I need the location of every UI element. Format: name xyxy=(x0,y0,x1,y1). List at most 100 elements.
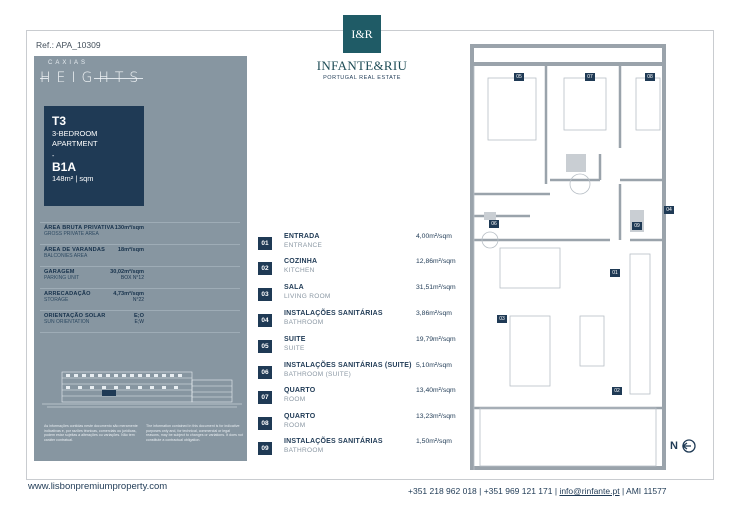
attr-label: ARRECADAÇÃO xyxy=(44,291,91,297)
plan-label: 04 xyxy=(664,206,674,214)
disclaimer-pt: As informações contidas neste documento … xyxy=(44,424,138,442)
floor-plan xyxy=(470,44,666,470)
attr-label-block: ORIENTAÇÃO SOLAR SUN ORIENTATION xyxy=(44,313,144,325)
attr-value-block: 18m²/sqm xyxy=(100,247,144,253)
compass-label: N xyxy=(670,439,678,452)
room-name-pt: INSTALAÇÕES SANITÁRIAS xyxy=(284,310,383,317)
attr-value-block: 4,73m²/sqm N°22 xyxy=(100,291,144,303)
room-name-en: LIVING ROOM xyxy=(284,293,331,300)
room-name-en: SUITE xyxy=(284,345,305,352)
room-name-pt: COZINHA xyxy=(284,258,318,265)
room-name-en: BATHROOM xyxy=(284,447,324,454)
room-number: 06 xyxy=(258,366,272,379)
attr-label-block: ARRECADAÇÃO STORAGE xyxy=(44,291,144,303)
room-number: 05 xyxy=(258,340,272,353)
room-row: 06 INSTALAÇÕES SANITÁRIAS (SUITE) BATHRO… xyxy=(258,362,468,384)
plan-label: 06 xyxy=(489,220,499,228)
room-name-en: ROOM xyxy=(284,422,306,429)
room-number: 01 xyxy=(258,237,272,250)
plan-label: 01 xyxy=(610,269,620,277)
room-name-pt: INSTALAÇÕES SANITÁRIAS (SUITE) xyxy=(284,362,412,369)
plan-label: 03 xyxy=(497,315,507,323)
unit-type: T3 xyxy=(52,114,67,128)
room-name-en: BATHROOM xyxy=(284,319,324,326)
room-row: 01 ENTRADA ENTRANCE 4,00m²/sqm xyxy=(258,233,468,255)
attr-value-block: 130m²/sqm xyxy=(100,225,144,231)
room-number: 02 xyxy=(258,262,272,275)
attr-sublabel: STORAGE xyxy=(44,297,69,303)
disclaimer-en: The information contained in this docume… xyxy=(146,424,243,442)
brand-line-right xyxy=(94,78,143,79)
room-number: 09 xyxy=(258,442,272,455)
room-row: 04 INSTALAÇÕES SANITÁRIAS BATHROOM 3,86m… xyxy=(258,310,468,332)
attr-value: 4,73m²/sqm xyxy=(113,291,144,297)
attr-divider xyxy=(40,244,240,245)
attr-label: GARAGEM xyxy=(44,269,75,275)
attr-value: E;O xyxy=(134,313,144,319)
attr-value: 18m²/sqm xyxy=(117,247,144,253)
room-number: 03 xyxy=(258,288,272,301)
contact-line: +351 218 962 018 | +351 969 121 171 | in… xyxy=(408,486,667,496)
room-area: 3,86m²/sqm xyxy=(416,310,452,317)
brand-line-left xyxy=(40,78,48,79)
attr-label-block: ÁREA BRUTA PRIVATIVA GROSS PRIVATE AREA xyxy=(44,225,144,237)
room-row: 03 SALA LIVING ROOM 31,51m²/sqm xyxy=(258,284,468,306)
room-name-pt: SALA xyxy=(284,284,304,291)
room-row: 09 INSTALAÇÕES SANITÁRIAS BATHROOM 1,50m… xyxy=(258,438,468,460)
compass-icon xyxy=(681,439,696,453)
room-name-en: ROOM xyxy=(284,396,306,403)
room-name-pt: INSTALAÇÕES SANITÁRIAS xyxy=(284,438,383,445)
attr-sublabel: BALCONIES AREA xyxy=(44,253,88,259)
logo-tagline: PORTUGAL REAL ESTATE xyxy=(323,75,401,81)
plan-label: 07 xyxy=(585,73,595,81)
room-name-en: KITCHEN xyxy=(284,267,315,274)
room-area: 12,86m²/sqm xyxy=(416,258,456,265)
plan-label: 09 xyxy=(632,222,642,230)
email-link[interactable]: info@rinfante.pt xyxy=(559,486,620,496)
room-name-pt: QUARTO xyxy=(284,413,316,420)
attr-value-block: E;O E;W xyxy=(100,313,144,325)
attr-divider xyxy=(40,332,240,333)
unit-area: 148m² | sqm xyxy=(52,174,94,183)
room-name-pt: ENTRADA xyxy=(284,233,320,240)
unit-type-box: T3 3-BEDROOM APARTMENT - B1A 148m² | sqm xyxy=(44,106,144,206)
license-number: | AMI 11577 xyxy=(621,486,667,496)
room-number: 08 xyxy=(258,417,272,430)
attr-label-block: GARAGEM PARKING UNIT xyxy=(44,269,144,281)
attr-sublabel: PARKING UNIT xyxy=(44,275,80,281)
room-area: 13,40m²/sqm xyxy=(416,387,456,394)
room-row: 08 QUARTO ROOM 13,23m²/sqm xyxy=(258,413,468,435)
room-area: 31,51m²/sqm xyxy=(416,284,456,291)
room-number: 04 xyxy=(258,314,272,327)
room-name-pt: SUITE xyxy=(284,336,306,343)
phone-numbers: +351 218 962 018 | +351 969 121 171 | xyxy=(408,486,558,496)
room-name-pt: QUARTO xyxy=(284,387,316,394)
unit-code: B1A xyxy=(52,160,77,174)
attr-divider xyxy=(40,222,240,223)
brand-name: HEIGHTS xyxy=(40,70,145,86)
attr-divider xyxy=(40,310,240,311)
room-number: 07 xyxy=(258,391,272,404)
room-area: 5,10m²/sqm xyxy=(416,362,452,369)
attr-label: ÁREA DE VARANDAS xyxy=(44,247,106,253)
attr-label: ORIENTAÇÃO SOLAR xyxy=(44,313,106,319)
website-link[interactable]: www.lisbonpremiumproperty.com xyxy=(28,481,168,492)
logo-name: INFANTE&RIU xyxy=(316,58,408,73)
attr-value-sub: BOX N°12 xyxy=(120,275,144,281)
attr-label-block: ÁREA DE VARANDAS BALCONIES AREA xyxy=(44,247,144,259)
attr-value: 30,02m²/sqm xyxy=(110,269,144,275)
logo-mark: I&R xyxy=(343,15,381,53)
plan-label: 08 xyxy=(645,73,655,81)
attr-value: 130m²/sqm xyxy=(114,225,144,231)
unit-type-desc-2: APARTMENT xyxy=(52,139,98,148)
plan-label: 05 xyxy=(514,73,524,81)
room-area: 4,00m²/sqm xyxy=(416,233,452,240)
compass: N xyxy=(670,438,697,454)
room-name-en: ENTRANCE xyxy=(284,242,323,249)
attr-label: ÁREA BRUTA PRIVATIVA xyxy=(44,225,115,231)
room-row: 02 COZINHA KITCHEN 12,86m²/sqm xyxy=(258,258,468,280)
building-illustration xyxy=(42,371,242,408)
room-row: 07 QUARTO ROOM 13,40m²/sqm xyxy=(258,387,468,409)
attr-divider xyxy=(40,266,240,267)
unit-type-desc-1: 3-BEDROOM xyxy=(52,129,98,138)
